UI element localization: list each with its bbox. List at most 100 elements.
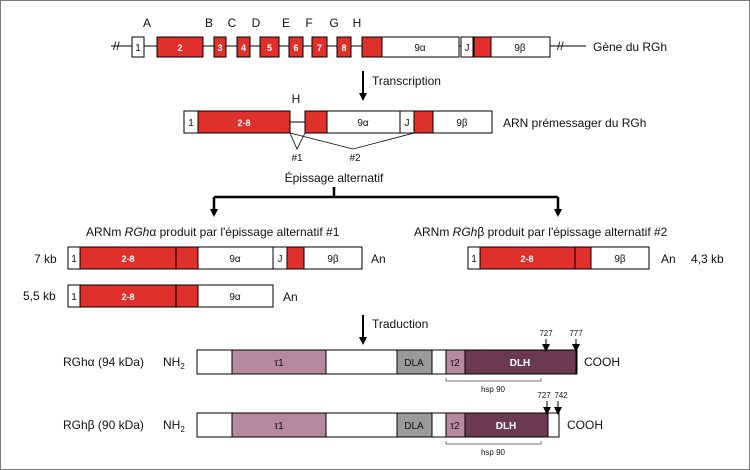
mrna-beta-exon-1-label: 1 <box>471 254 477 265</box>
gene-exon-3-label: 3 <box>217 43 222 53</box>
mrna-alpha-short-exon-2-8-label: 2-8 <box>121 292 134 302</box>
gene-exon-5 <box>259 36 280 58</box>
gene-exon-2 <box>156 36 204 58</box>
gene-exon-4-label: 4 <box>241 43 246 53</box>
premrna-label-h: H <box>292 92 301 106</box>
mrna-alpha-title: ARNm RGhα produit par l'épissage alterna… <box>86 225 340 239</box>
mrna-alpha-exon-9b-red <box>286 246 305 270</box>
protein-beta-tau2-label: τ2 <box>450 421 460 432</box>
protein-alpha-dla <box>396 349 433 375</box>
gene-exon-6-label: 6 <box>293 43 298 53</box>
gene-exon-1 <box>131 36 145 58</box>
premrna-exon-9a-label: 9α <box>357 118 369 129</box>
gene-letter-g: G <box>329 16 338 30</box>
gene-letter-b: B <box>205 16 213 30</box>
gene-exon-9b-label: 9β <box>514 43 526 54</box>
gene-exon-9b-red <box>473 36 492 58</box>
mrna-alpha-short-exon-9a <box>197 284 274 308</box>
translation-label: Traduction <box>372 317 428 331</box>
mrna-alpha-exon-9a-label: 9α <box>229 254 241 265</box>
gene-exon-5-label: 5 <box>267 43 272 53</box>
protein-alpha-cterm: COOH <box>584 355 620 369</box>
gene-exon-7 <box>311 36 328 58</box>
mrna-beta-size: 4,3 kb <box>691 252 724 266</box>
gene-exon-8 <box>336 36 352 58</box>
mrna-alpha-exon-9a-red <box>175 246 199 270</box>
splice-label-2: #2 <box>349 153 361 164</box>
gene-exon-j <box>460 36 474 58</box>
mrna-alpha-exon-j-label: J <box>278 254 283 265</box>
protein-alpha-tau1-label: τ1 <box>274 358 284 369</box>
splice-label-1: #1 <box>291 153 303 164</box>
protein-beta-dla-label: DLA <box>404 421 424 432</box>
gene-exon-4 <box>236 36 251 58</box>
premrna-exon-9a-red <box>304 110 328 134</box>
protein-beta-dlh <box>464 412 549 438</box>
splice-line-2 <box>289 132 415 150</box>
mrna-beta-exon-2-8-label: 2-8 <box>520 254 533 264</box>
protein-alpha-mark-727: 727 <box>539 329 553 338</box>
mrna-alpha-short-tail: An <box>283 290 298 304</box>
gene-exon-2-label: 2 <box>177 43 182 53</box>
mrna-beta-exon-9b <box>590 246 650 270</box>
gene-exon-7-label: 7 <box>317 43 322 53</box>
protein-beta-dlh-label: DLH <box>496 421 517 432</box>
gene-letter-f: F <box>305 16 312 30</box>
protein-beta-mark-727: 727 <box>537 391 551 400</box>
premrna-exon-9b-red <box>413 110 434 134</box>
mrna-beta-exon-9b-label: 9β <box>614 254 626 265</box>
protein-beta-mark-742: 742 <box>554 391 568 400</box>
gene-break-right: // <box>557 39 564 53</box>
gene-exon-1-label: 1 <box>135 43 141 54</box>
protein-alpha-dlh-label: DLH <box>510 358 531 369</box>
gene-letter-e: E <box>282 16 290 30</box>
gene-letter-d: D <box>252 16 261 30</box>
protein-beta-nterm: NH2 <box>163 418 185 434</box>
mrna-beta-title: ARNm RGhβ produit par l'épissage alterna… <box>414 225 668 239</box>
gene-exon-9a <box>381 36 460 58</box>
gene-letter-h: H <box>353 16 362 30</box>
premrna-exon-9b-label: 9β <box>456 118 468 129</box>
protein-alpha-dla-label: DLA <box>404 358 424 369</box>
protein-alpha-dlh <box>464 349 577 375</box>
protein-beta-cterm: COOH <box>567 418 603 432</box>
premrna-title: ARN prémessager du RGh <box>503 116 646 130</box>
gene-letter-c: C <box>228 16 237 30</box>
premrna-row: H 1 2-8 9α J 9β ARN prémessager du RGh #… <box>183 92 646 164</box>
gene-exon-9b <box>490 36 551 58</box>
protein-beta-tau1-label: τ1 <box>274 421 284 432</box>
mrna-alpha-short-exon-9a-red <box>175 284 199 308</box>
protein-alpha-row: RGhα (94 kDa) NH2 τ1 DLA τ2 DLH COOH 727… <box>63 329 620 394</box>
protein-alpha-hsp-bracket <box>445 378 542 382</box>
protein-alpha-nterm: NH2 <box>163 355 185 371</box>
premrna-exon-9b <box>432 110 493 134</box>
transcription-label: Transcription <box>372 74 441 88</box>
gene-row: // // A B C D E F G H 1 2 3 4 5 6 7 8 9α… <box>111 16 667 58</box>
gene-exon-9a-red <box>361 36 383 58</box>
mrna-beta-exon-9b-red <box>574 246 592 270</box>
mrna-alpha-exon-9b <box>303 246 363 270</box>
premrna-exon-1-label: 1 <box>188 118 194 129</box>
gene-exon-8-label: 8 <box>341 43 346 53</box>
protein-beta-dla <box>396 412 433 438</box>
protein-beta-hsp-bracket <box>445 441 542 445</box>
mrna-alpha-size-7kb: 7 kb <box>34 252 57 266</box>
protein-beta-name: RGhβ (90 kDa) <box>63 418 144 432</box>
gene-exon-6 <box>288 36 304 58</box>
mrna-alpha-short-exon-9a-label: 9α <box>229 292 241 303</box>
gene-title: Gène du RGh <box>593 40 667 54</box>
gene-exon-9a-label: 9α <box>414 43 426 54</box>
splicing-label: Épissage alternatif <box>285 170 384 185</box>
mrna-alpha-exon-9b-label: 9β <box>327 254 339 265</box>
protein-alpha-name: RGhα (94 kDa) <box>63 355 144 369</box>
mrna-alpha-size-55kb: 5,5 kb <box>23 289 56 303</box>
protein-alpha-hsp-label: hsp 90 <box>481 385 506 394</box>
protein-alpha-tau1 <box>231 349 327 375</box>
mrna-alpha-exon-2-8-label: 2-8 <box>121 254 134 264</box>
premrna-exon-2-8-label: 2-8 <box>237 118 250 128</box>
gene-exon-j-label: J <box>465 43 470 54</box>
gene-letter-a: A <box>143 16 151 30</box>
gene-break-left: // <box>113 39 120 53</box>
